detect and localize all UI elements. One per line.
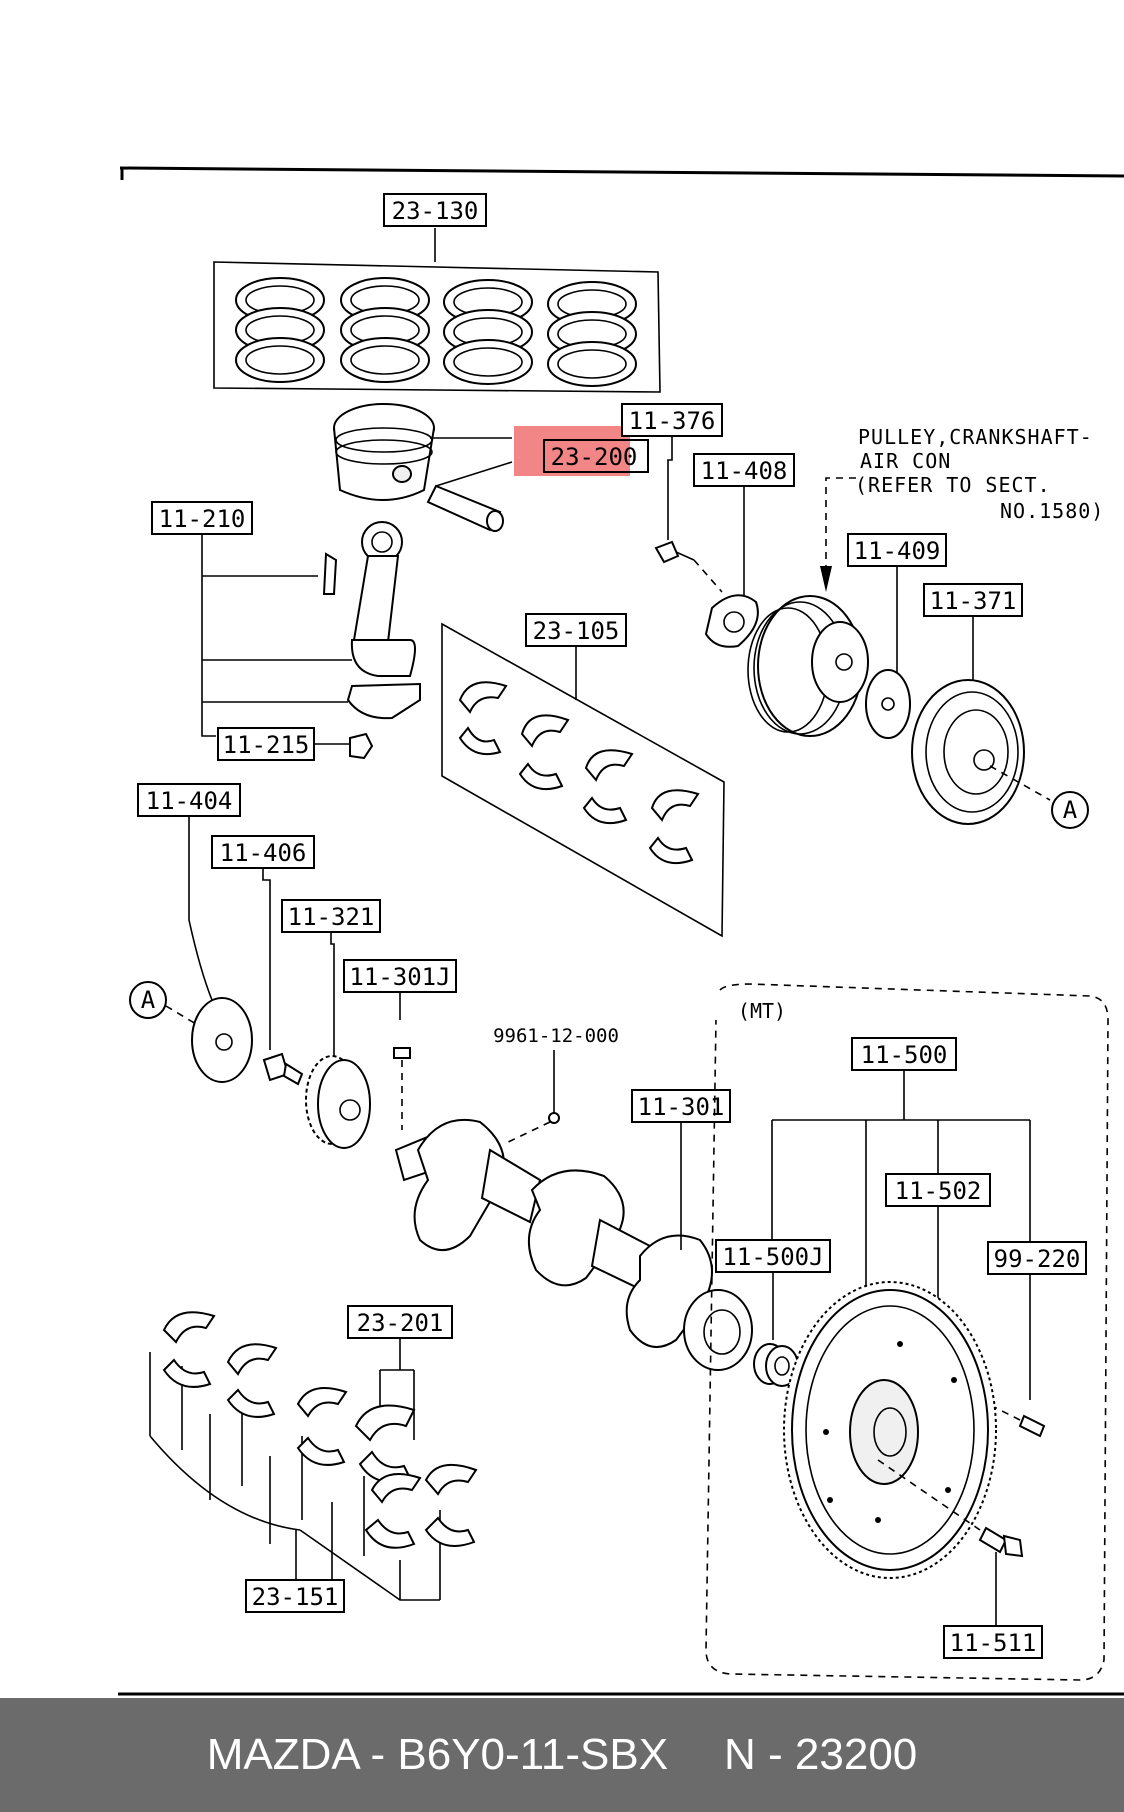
parts-diagram: 23-130 23-200 11-210 11-215 bbox=[118, 166, 1124, 1696]
rod-bearings-frame bbox=[441, 622, 725, 938]
label-99-220: 99-220 bbox=[987, 1241, 1087, 1275]
label-11-215: 11-215 bbox=[217, 727, 315, 761]
svg-text:23-200: 23-200 bbox=[551, 443, 638, 471]
bolt-11-406 bbox=[262, 1052, 304, 1086]
ref-a-right: A bbox=[1051, 791, 1089, 829]
timing-gear bbox=[305, 1055, 371, 1149]
rod-bearings bbox=[458, 681, 700, 864]
label-11-500: 11-500 bbox=[851, 1037, 957, 1071]
svg-text:23-151: 23-151 bbox=[252, 1583, 339, 1611]
flywheel-bolt bbox=[978, 1526, 1024, 1558]
footer-reference-number: N - 23200 bbox=[724, 1730, 918, 1779]
svg-text:11-511: 11-511 bbox=[950, 1629, 1037, 1657]
label-23-200: 23-200 bbox=[543, 439, 649, 473]
plate-11-409 bbox=[865, 669, 911, 739]
svg-text:A: A bbox=[1063, 796, 1078, 824]
damper-pulley bbox=[911, 679, 1025, 825]
bolt-11-376 bbox=[654, 540, 695, 564]
ref-a-left: A bbox=[129, 981, 167, 1019]
connecting-rod bbox=[322, 521, 421, 720]
svg-text:11-408: 11-408 bbox=[701, 457, 788, 485]
svg-text:11-406: 11-406 bbox=[220, 839, 307, 867]
svg-text:11-404: 11-404 bbox=[146, 787, 233, 815]
svg-text:11-215: 11-215 bbox=[223, 731, 310, 759]
pilot-bearing bbox=[753, 1343, 799, 1387]
label-11-500j: 11-500J bbox=[715, 1239, 831, 1273]
svg-text:11-502: 11-502 bbox=[895, 1177, 982, 1205]
label-11-376: 11-376 bbox=[621, 403, 723, 437]
svg-text:23-130: 23-130 bbox=[392, 197, 479, 225]
svg-text:11-371: 11-371 bbox=[930, 587, 1017, 615]
plate-11-408 bbox=[704, 594, 759, 648]
label-23-151: 23-151 bbox=[245, 1579, 345, 1613]
label-11-408: 11-408 bbox=[693, 453, 795, 487]
footer-bar: MAZDA - B6Y0-11-SBX N - 23200 bbox=[0, 1698, 1124, 1812]
mt-label: (MT) bbox=[738, 999, 786, 1023]
conrod-nut bbox=[349, 732, 374, 760]
svg-text:(REFER TO SECT.: (REFER TO SECT. bbox=[855, 473, 1051, 497]
label-11-210: 11-210 bbox=[151, 501, 253, 535]
label-11-409: 11-409 bbox=[847, 533, 947, 567]
svg-text:NO.1580): NO.1580) bbox=[1000, 499, 1104, 523]
svg-text:11-500: 11-500 bbox=[861, 1041, 948, 1069]
svg-text:A: A bbox=[141, 986, 156, 1014]
svg-text:11-409: 11-409 bbox=[854, 537, 941, 565]
label-11-502: 11-502 bbox=[885, 1173, 991, 1207]
label-23-201: 23-201 bbox=[347, 1305, 453, 1339]
piston-pin bbox=[426, 484, 504, 532]
flywheel bbox=[783, 1281, 997, 1579]
label-9961-12-000: 9961-12-000 bbox=[493, 1025, 619, 1047]
top-border bbox=[119, 166, 1124, 178]
highlight-23-200 bbox=[514, 426, 630, 476]
svg-text:11-301: 11-301 bbox=[638, 1093, 725, 1121]
dowel-pin bbox=[1018, 1414, 1046, 1438]
svg-text:11-210: 11-210 bbox=[159, 505, 246, 533]
label-11-406: 11-406 bbox=[211, 835, 315, 869]
label-11-511: 11-511 bbox=[943, 1625, 1043, 1659]
svg-text:23-201: 23-201 bbox=[357, 1309, 444, 1337]
crankshaft-pulley bbox=[747, 595, 869, 737]
label-11-371: 11-371 bbox=[923, 583, 1023, 617]
svg-text:PULLEY,CRANKSHAFT-: PULLEY,CRANKSHAFT- bbox=[858, 425, 1093, 449]
label-11-404: 11-404 bbox=[137, 783, 241, 817]
piston bbox=[333, 403, 435, 501]
plate-11-404 bbox=[191, 997, 253, 1083]
label-11-301j: 11-301J bbox=[343, 959, 457, 993]
svg-text:99-220: 99-220 bbox=[994, 1245, 1081, 1273]
piston-rings-group bbox=[213, 228, 661, 393]
label-11-301: 11-301 bbox=[631, 1089, 731, 1123]
footer-brand-part-number: MAZDA - B6Y0-11-SBX bbox=[206, 1730, 669, 1779]
label-11-321: 11-321 bbox=[281, 899, 381, 933]
mt-dashed-frame bbox=[705, 983, 1109, 1681]
svg-text:11-301J: 11-301J bbox=[349, 963, 450, 991]
svg-text:11-500J: 11-500J bbox=[722, 1243, 823, 1271]
pulley-note: PULLEY,CRANKSHAFT- AIR CON (REFER TO SEC… bbox=[855, 425, 1104, 523]
svg-text:11-321: 11-321 bbox=[288, 903, 375, 931]
woodruff-key bbox=[393, 1047, 411, 1059]
svg-text:AIR CON: AIR CON bbox=[860, 449, 951, 473]
label-23-105: 23-105 bbox=[525, 613, 627, 647]
crankshaft bbox=[394, 1118, 753, 1371]
main-bearings bbox=[149, 1311, 478, 1601]
svg-text:23-105: 23-105 bbox=[533, 617, 620, 645]
label-23-130: 23-130 bbox=[383, 193, 487, 227]
svg-text:11-376: 11-376 bbox=[629, 407, 716, 435]
